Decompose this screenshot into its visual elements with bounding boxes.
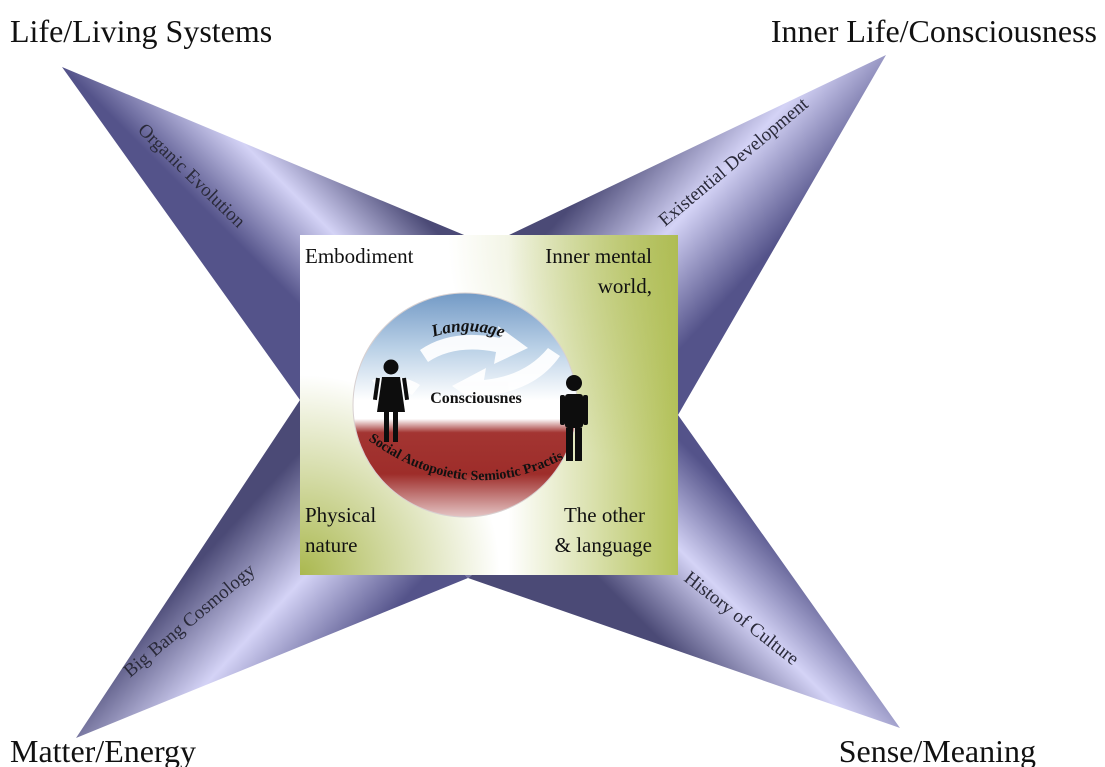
man-figure-icon (560, 375, 588, 461)
circle-label-consciousness: Consciousnes (430, 390, 522, 407)
panel-label-inner-mental: Inner mental (545, 244, 652, 268)
corner-title-matter-energy: Matter/Energy (10, 733, 196, 767)
panel-label-the-other: The other (564, 503, 645, 527)
arm-bottom-right (468, 415, 900, 728)
panel-label-and-language: & language (555, 533, 652, 557)
corner-title-life-living-systems: Life/Living Systems (10, 13, 272, 49)
panel-label-world: world, (598, 274, 652, 298)
panel-label-nature: nature (305, 533, 357, 557)
panel-label-embodiment: Embodiment (305, 244, 414, 268)
woman-figure-icon (372, 359, 410, 442)
panel-label-physical: Physical (305, 503, 376, 527)
corner-title-sense-meaning: Sense/Meaning (839, 733, 1036, 767)
corner-title-inner-life-consciousness: Inner Life/Consciousness (771, 13, 1097, 49)
